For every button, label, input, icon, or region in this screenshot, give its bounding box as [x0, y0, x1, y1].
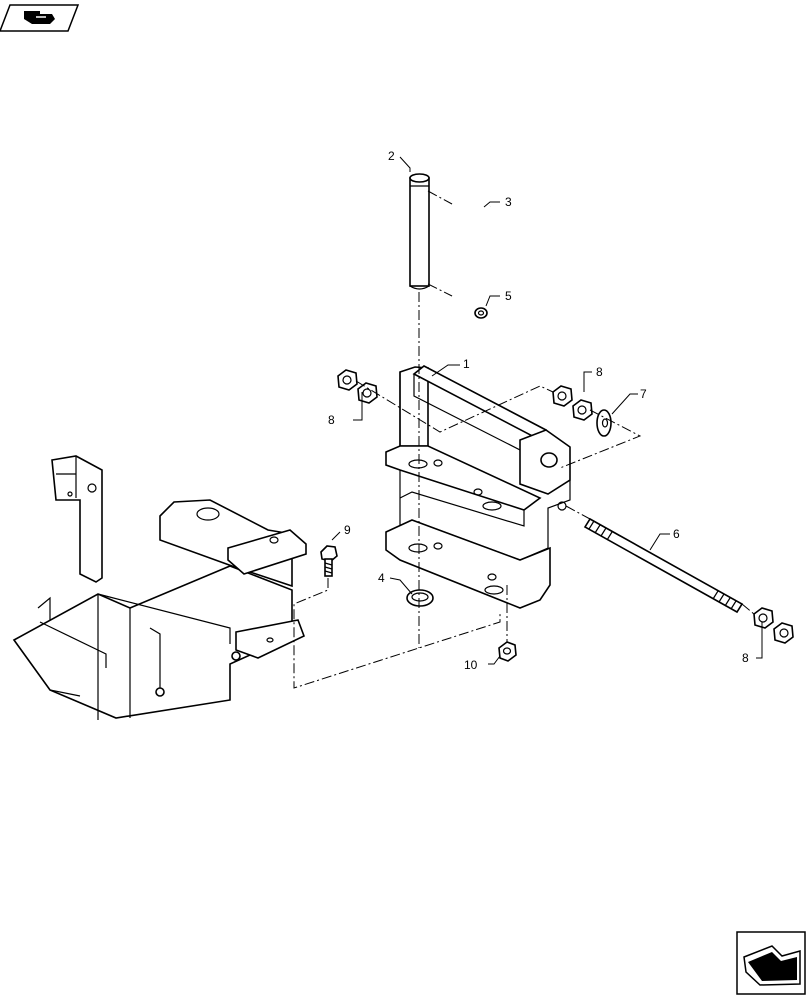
leader-lines	[331, 156, 763, 665]
callout-8-lower-right: 8	[742, 651, 749, 665]
frame-assembly	[12, 455, 307, 720]
callout-labels: 2 3 5 1 8 8 7 6 9 4 10 8	[328, 149, 749, 672]
callout-8-left: 8	[328, 413, 335, 427]
ring-part	[406, 589, 434, 607]
nut-pair-lower-right	[753, 607, 794, 644]
clip-pin-part	[451, 202, 491, 229]
nut-pair-left	[337, 369, 378, 404]
callout-10: 10	[464, 658, 478, 672]
callout-5: 5	[505, 289, 512, 303]
assembly-lines	[293, 190, 755, 689]
navigation-arrow-icon[interactable]	[736, 931, 806, 995]
callout-8-upper-right: 8	[596, 365, 603, 379]
callout-9: 9	[344, 523, 351, 537]
threaded-rod-part	[583, 517, 744, 614]
callout-4: 4	[378, 571, 385, 585]
callout-1: 1	[463, 357, 470, 371]
pin-part	[409, 173, 430, 290]
callout-6: 6	[673, 527, 680, 541]
bracket-part	[385, 365, 571, 609]
callout-2: 2	[388, 149, 395, 163]
callout-7: 7	[640, 387, 647, 401]
view-direction-icon[interactable]	[0, 4, 80, 32]
callout-3: 3	[505, 195, 512, 209]
nut-pair-right	[552, 385, 593, 421]
linch-pin-part	[451, 294, 488, 319]
nut-part-bottom	[498, 641, 517, 662]
bolt-part	[320, 545, 338, 577]
washer-part	[596, 409, 612, 437]
